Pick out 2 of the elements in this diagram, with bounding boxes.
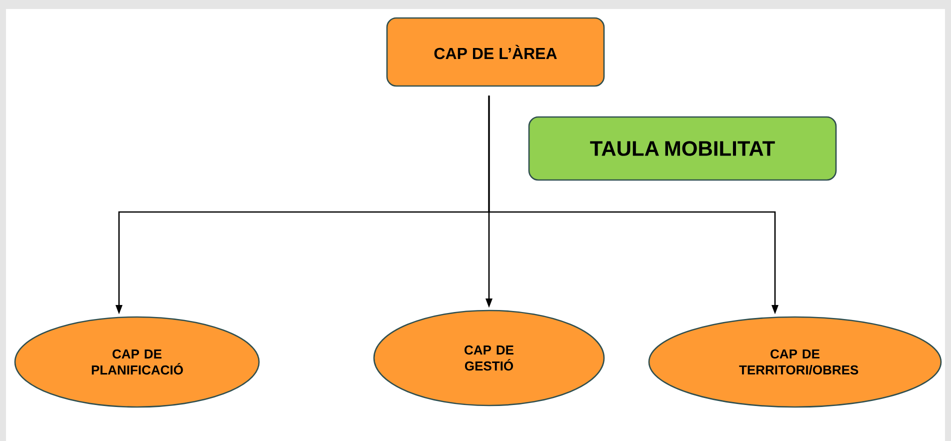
title-box: CAP DE L’ÀREA: [386, 17, 605, 87]
committee-box: TAULA MOBILITAT: [528, 116, 837, 181]
